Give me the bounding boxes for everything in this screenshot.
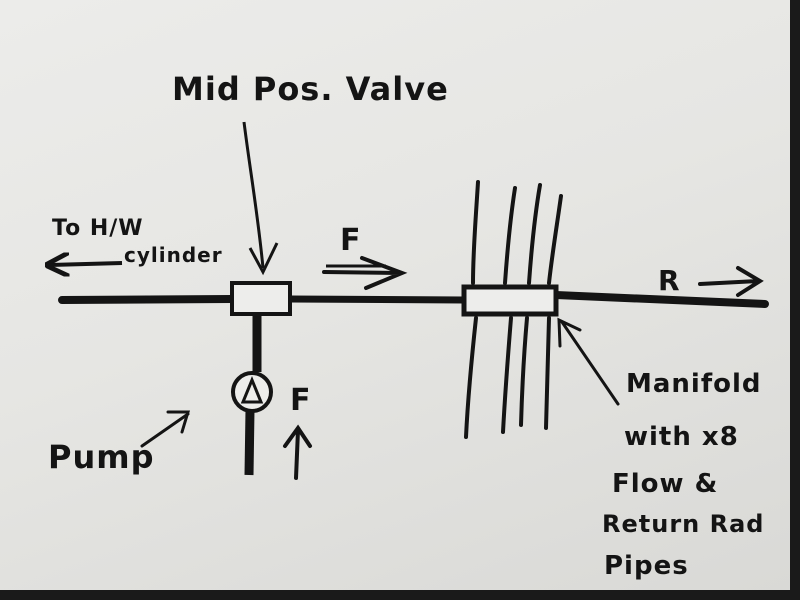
paper-sheet: [0, 0, 790, 590]
rad-pipe-top-2: [503, 186, 517, 285]
manifold-label-line4: Return Rad: [602, 510, 764, 538]
pump-pointer-arrow: [140, 410, 191, 448]
return-label: R: [658, 264, 681, 297]
manifold-pipes-bottom: [464, 316, 551, 439]
manifold-label-line5: Pipes: [604, 551, 689, 581]
valve-pointer-arrow: [242, 121, 265, 269]
rad-pipe-top-1: [471, 180, 480, 285]
flow-label-pump: F: [290, 383, 312, 418]
manifold-pipes-top: [471, 180, 563, 285]
flow-arrow-top: [322, 256, 408, 290]
rad-pipe-bottom-4: [544, 316, 551, 430]
flow-arrow-pump: [283, 424, 312, 480]
valve-pointer-head: [248, 242, 279, 276]
pump-triangle-icon: [240, 376, 264, 404]
pump-pipe-lower: [244, 409, 255, 476]
rad-pipe-top-4: [547, 194, 563, 285]
manifold-label-line1: Manifold: [626, 369, 762, 399]
cylinder-label-line2: cylinder: [124, 243, 223, 267]
pump-label: Pump: [48, 438, 154, 476]
manifold-pointer-arrow: [557, 317, 620, 406]
cylinder-arrow: [50, 263, 123, 265]
rad-pipe-top-3: [527, 183, 542, 285]
flow-label-top: F: [340, 223, 362, 258]
manifold-body: [461, 284, 559, 317]
main-pipe-middle: [286, 295, 468, 304]
main-pipe-right: [552, 291, 769, 308]
rad-pipe-bottom-2: [501, 316, 513, 434]
mid-position-valve: [230, 281, 292, 316]
manifold-label-line3: Flow &: [612, 469, 718, 499]
manifold-label-line2: with x8: [624, 422, 739, 452]
cylinder-label-line1: To H/W: [52, 216, 144, 241]
return-arrow: [698, 266, 764, 297]
valve-label: Mid Pos. Valve: [172, 70, 449, 108]
rad-pipe-bottom-1: [464, 316, 478, 439]
main-pipe-left: [58, 295, 236, 304]
rad-pipe-bottom-3: [519, 316, 529, 427]
